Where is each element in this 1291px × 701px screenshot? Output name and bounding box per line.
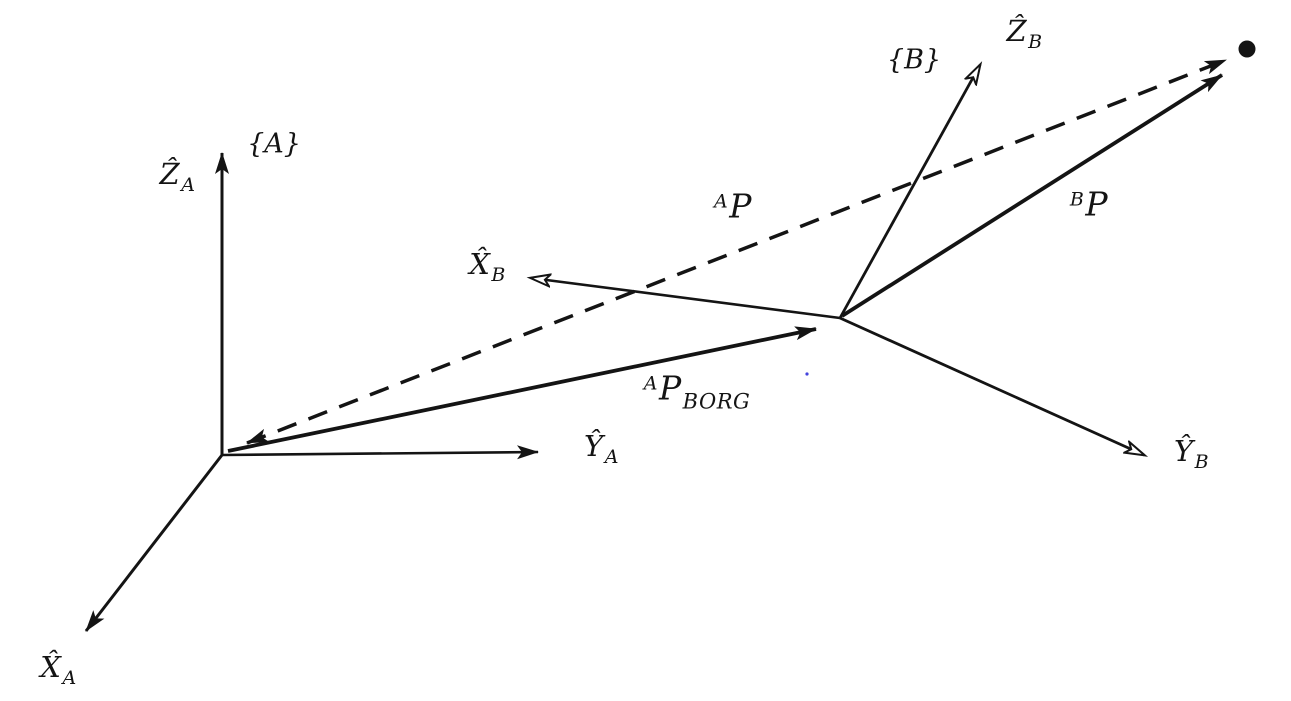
label-z-a-main: Ẑ: [159, 157, 181, 191]
label-vector-b-p: BP: [1070, 188, 1108, 221]
label-vector-a-p: AP: [714, 190, 752, 223]
label-vector-b-p-sup: B: [1069, 188, 1085, 211]
axis-z-b: [838, 65, 980, 319]
label-vector-a-p-borg-sup: A: [643, 372, 658, 395]
label-frame-a-main: {A}: [247, 128, 301, 160]
label-vector-a-p-main: P: [729, 186, 752, 226]
label-z-b: ẐB: [1005, 16, 1042, 52]
label-z-a-sub: A: [181, 174, 196, 196]
axis-y-b: [839, 316, 1144, 455]
label-vector-a-p-borg-main: P: [658, 368, 682, 408]
label-x-b: X̂B: [468, 249, 506, 285]
point-p-dot: [1238, 40, 1256, 58]
label-vector-b-p-main: P: [1085, 184, 1109, 224]
scan-artifact-dot: [805, 372, 809, 376]
label-frame-a: {A}: [247, 131, 301, 158]
label-y-b-sub: B: [1194, 451, 1210, 473]
axis-x-a: [84, 454, 224, 632]
label-y-b-main: Ŷ: [1173, 434, 1194, 468]
label-z-b-main: Ẑ: [1006, 14, 1028, 48]
label-frame-b-main: {B}: [886, 44, 942, 76]
label-vector-a-p-borg: APBORG: [644, 372, 751, 413]
label-x-a-sub: A: [62, 667, 77, 689]
vector-a-p-borg: [227, 326, 817, 453]
label-y-a-sub: A: [604, 446, 619, 468]
label-y-a: ŶA: [583, 431, 619, 467]
axis-x-b: [531, 278, 841, 320]
label-frame-b: {B}: [887, 47, 941, 74]
label-x-b-sub: B: [491, 264, 506, 286]
label-z-b-sub: B: [1028, 31, 1043, 53]
label-x-a: X̂A: [39, 652, 76, 688]
vector-a-p-dashed: [246, 58, 1227, 445]
vector-b-p: [840, 73, 1224, 318]
axis-y-a: [221, 445, 539, 460]
label-y-b: ŶB: [1173, 436, 1209, 472]
label-x-b-main: X̂: [469, 247, 491, 281]
label-vector-a-p-sup: A: [714, 190, 729, 213]
label-vector-a-p-borg-sub: BORG: [682, 389, 751, 414]
label-x-a-main: X̂: [40, 650, 62, 684]
label-z-a: ẐA: [159, 159, 196, 195]
label-y-a-main: Ŷ: [584, 429, 604, 463]
